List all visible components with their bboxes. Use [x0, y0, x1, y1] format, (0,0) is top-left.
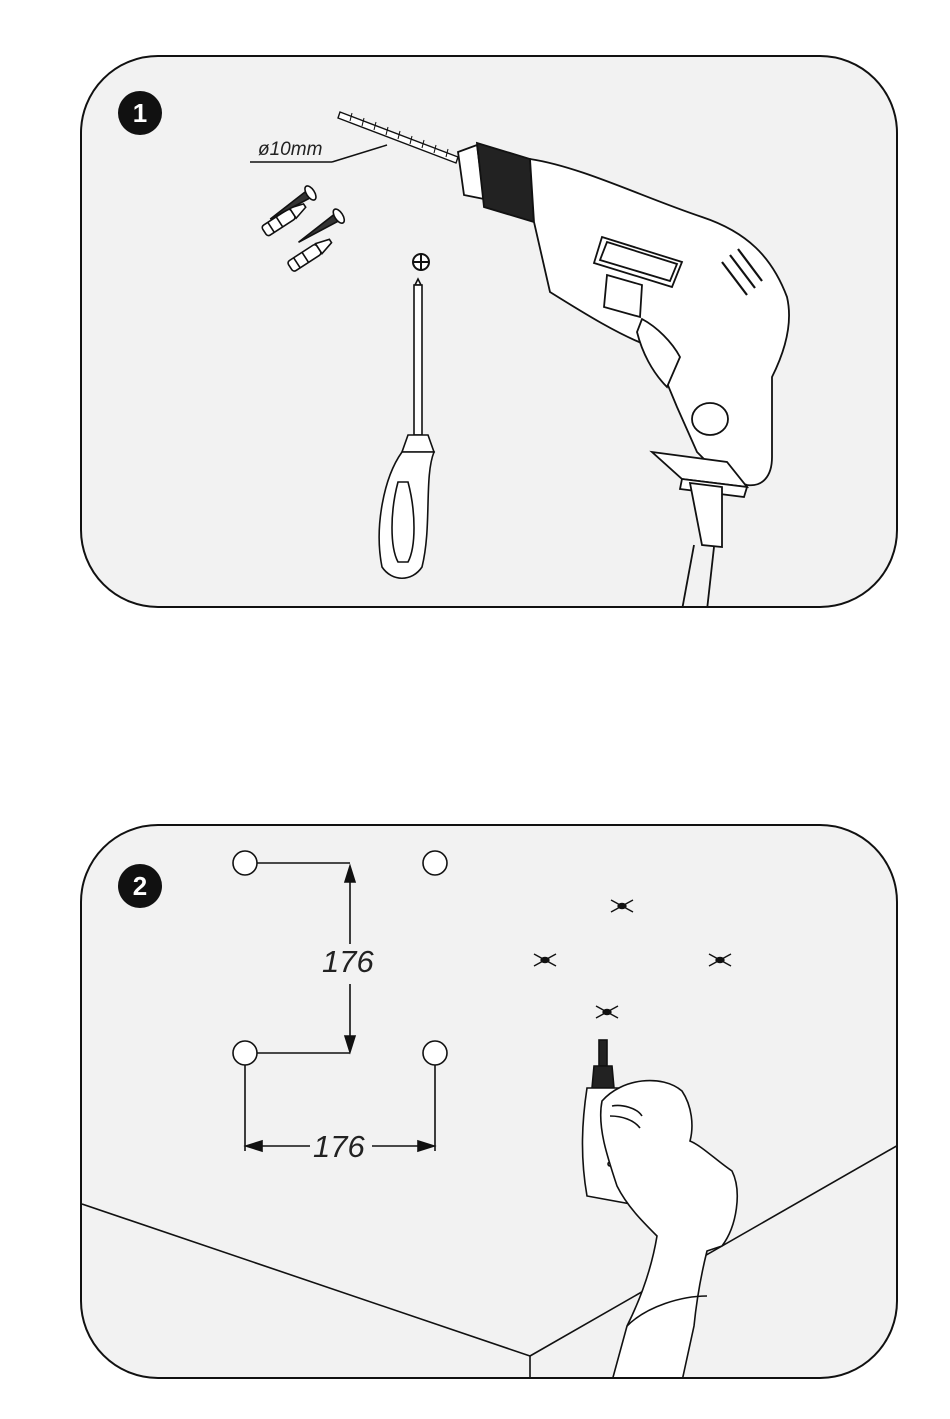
- cross-mark-icon: [611, 900, 633, 912]
- electric-drill-icon: [458, 143, 789, 608]
- mounting-hole: [233, 851, 257, 875]
- step-2-panel: 2: [80, 824, 898, 1379]
- mounting-hole: [423, 851, 447, 875]
- cross-mark-icon: [596, 1006, 618, 1018]
- hand-drilling-icon: [582, 1040, 737, 1379]
- drill-bit-leader-line: [250, 145, 387, 162]
- phillips-head-icon: [413, 254, 429, 270]
- vertical-dimension-value: 176: [322, 944, 374, 980]
- mounting-hole: [423, 1041, 447, 1065]
- mounting-hole: [233, 1041, 257, 1065]
- cross-mark-icon: [709, 954, 731, 966]
- step-1-panel: 1 ø10mm: [80, 55, 898, 608]
- ceiling-edge-lines: [82, 1144, 898, 1379]
- cross-mark-icon: [534, 954, 556, 966]
- step-1-illustration: [82, 57, 898, 608]
- drill-hole-marks: [534, 900, 731, 1018]
- screws-and-wall-plugs-icon: [261, 184, 346, 272]
- horizontal-dimension-value: 176: [313, 1129, 365, 1165]
- step-2-illustration: [82, 826, 898, 1379]
- screwdriver-icon: [379, 279, 434, 578]
